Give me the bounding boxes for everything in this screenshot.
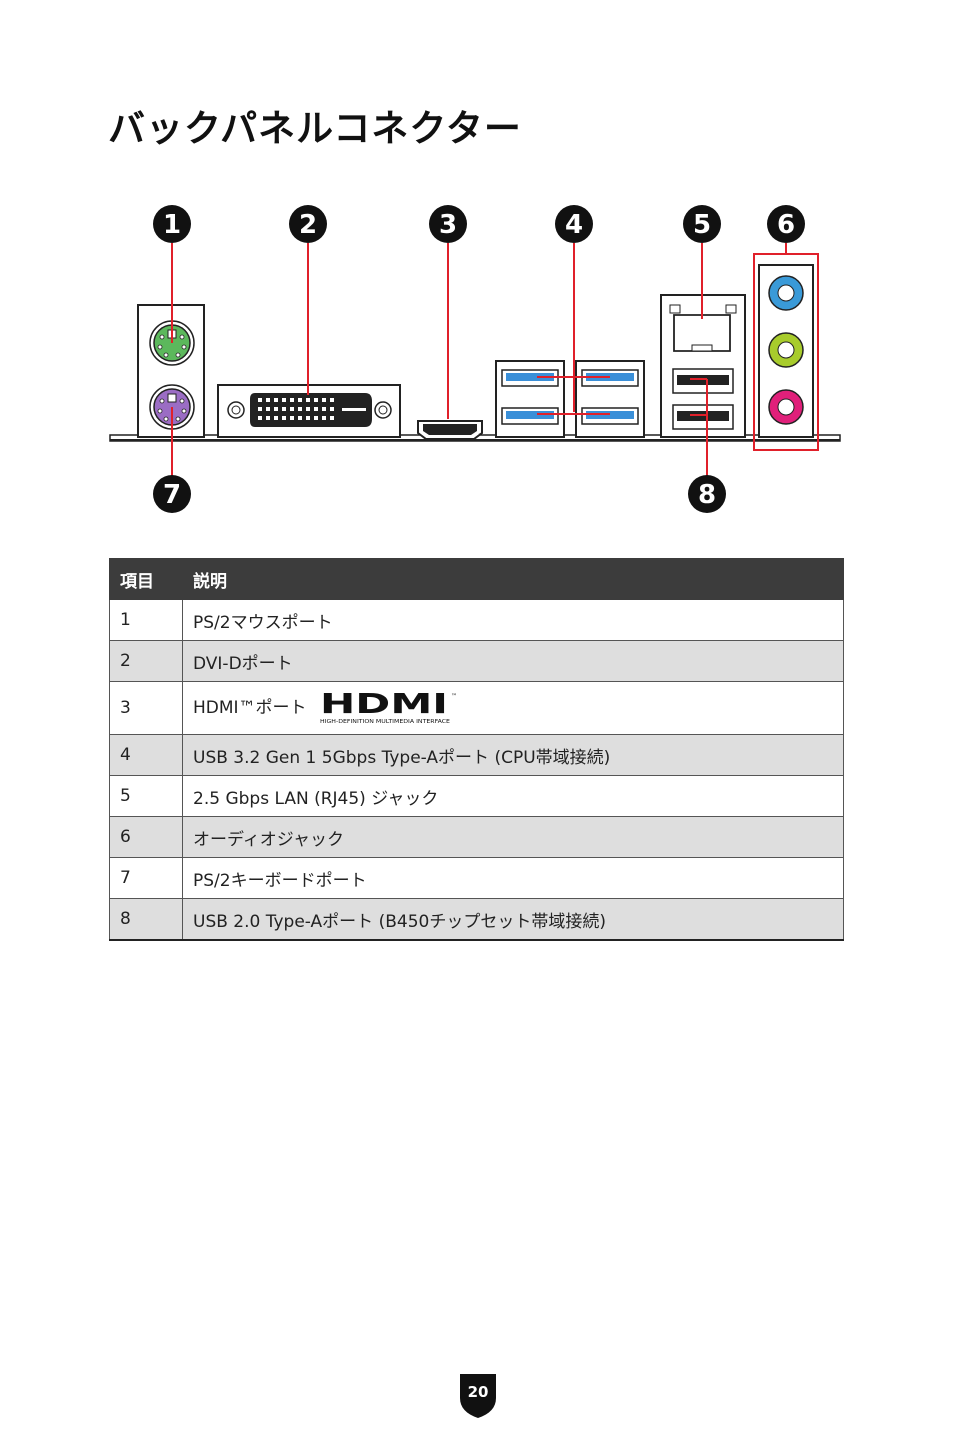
- row-item: 2: [109, 640, 183, 682]
- callout-5: 5: [683, 205, 721, 243]
- callout-8: 8: [688, 475, 726, 513]
- svg-text:6: 6: [777, 210, 795, 240]
- row-item: 5: [109, 775, 183, 817]
- header-item: 項目: [109, 558, 183, 600]
- svg-text:3: 3: [439, 210, 457, 240]
- svg-text:7: 7: [163, 480, 181, 510]
- page-number-shield: [460, 1374, 496, 1418]
- dvi-d-port: [217, 384, 401, 438]
- svg-text:1: 1: [163, 210, 181, 240]
- row-item: 3: [109, 681, 183, 735]
- row-desc: DVI-Dポート: [182, 640, 844, 682]
- row-desc-hdmi: HDMI™ポート HDMI ™ HIGH-DEFINITION MULTIMED…: [182, 681, 844, 735]
- hdmi-logo-tagline: HIGH-DEFINITION MULTIMEDIA INTERFACE: [320, 719, 450, 725]
- leader-lines: [171, 243, 787, 477]
- row-desc: USB 3.2 Gen 1 5Gbps Type-Aポート (CPU帯域接続): [182, 734, 844, 776]
- callout-1: 1: [153, 205, 191, 243]
- table-header-row: 項目 説明: [109, 558, 844, 600]
- callout-7: 7: [153, 475, 191, 513]
- row-desc: PS/2キーボードポート: [182, 857, 844, 899]
- row-desc: PS/2マウスポート: [182, 599, 844, 641]
- svg-text:5: 5: [693, 210, 711, 240]
- header-desc: 説明: [182, 558, 844, 600]
- hdmi-port: ™: [417, 420, 483, 440]
- row-item: 6: [109, 816, 183, 858]
- hdmi-logo-tm: ™: [451, 693, 457, 700]
- svg-text:4: 4: [565, 210, 583, 240]
- hdmi-tm-mark: ™: [478, 433, 483, 439]
- row-desc: USB 2.0 Type-Aポート (B450チップセット帯域接続): [182, 898, 844, 941]
- row-item: 4: [109, 734, 183, 776]
- hdmi-logo: HDMI ™ HIGH-DEFINITION MULTIMEDIA INTERF…: [320, 690, 457, 725]
- row-desc: HDMI™ポート: [193, 698, 307, 718]
- row-item: 8: [109, 898, 183, 941]
- row-desc: オーディオジャック: [182, 816, 844, 858]
- callout-4: 4: [555, 205, 593, 243]
- back-panel-diagram: ™: [109, 205, 841, 513]
- svg-text:8: 8: [698, 480, 716, 510]
- row-item: 1: [109, 599, 183, 641]
- callout-6: 6: [767, 205, 805, 243]
- callout-2: 2: [289, 205, 327, 243]
- page-title: バックパネルコネクター: [108, 107, 522, 150]
- hdmi-logo-wordmark: HDMI: [320, 690, 448, 720]
- page-number: 20: [467, 1383, 489, 1401]
- usb3-port-group: [495, 360, 645, 438]
- row-desc: 2.5 Gbps LAN (RJ45) ジャック: [182, 775, 844, 817]
- audio-jack-stack: [758, 264, 814, 438]
- svg-text:2: 2: [299, 210, 317, 240]
- table-row: 3 HDMI™ポート HDMI ™ HIGH-DEFINITION MULTIM…: [109, 681, 844, 735]
- callout-3: 3: [429, 205, 467, 243]
- row-item: 7: [109, 857, 183, 899]
